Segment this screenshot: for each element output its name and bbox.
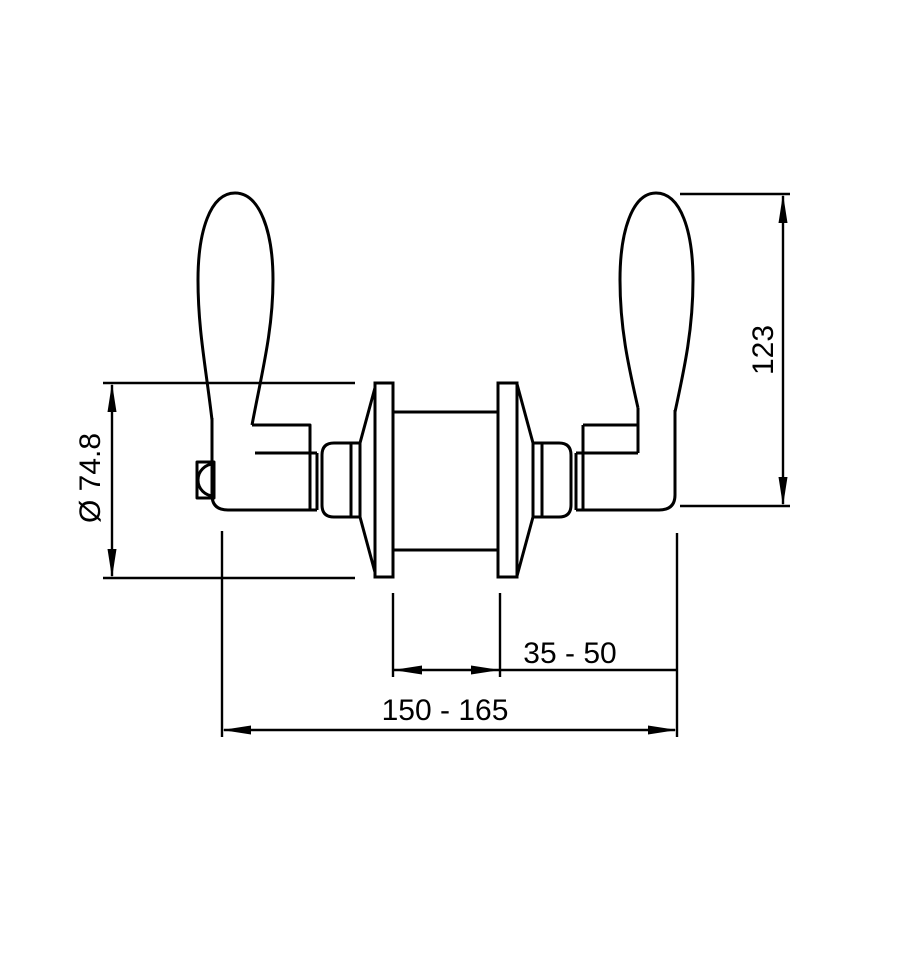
arrowhead-down-icon bbox=[778, 477, 788, 506]
dimension-overall-length: 150 - 165 bbox=[220, 531, 679, 737]
left-pin-dome bbox=[196, 462, 215, 498]
right-cone-upper bbox=[515, 383, 535, 444]
left-boss bbox=[320, 441, 360, 519]
dimension-height: 123 bbox=[680, 192, 790, 508]
height-dimension-label: 123 bbox=[747, 325, 780, 375]
right-boss bbox=[533, 441, 573, 519]
right-body-right-edge bbox=[576, 410, 677, 512]
arrowhead-right-icon bbox=[471, 665, 500, 675]
left-grip-outline bbox=[196, 191, 275, 426]
arrowhead-left-icon bbox=[393, 665, 422, 675]
right-grip-outline bbox=[618, 191, 695, 413]
spindle-assembly bbox=[320, 381, 573, 579]
arrowhead-down-icon bbox=[107, 549, 117, 578]
spindle-cylinder bbox=[391, 410, 500, 552]
left-body-left-edge bbox=[210, 418, 317, 512]
dimension-clamping-range: 35 - 50 bbox=[391, 593, 677, 677]
length-dimension-label: 150 - 165 bbox=[382, 694, 509, 727]
right-cone-lower bbox=[515, 516, 535, 577]
arrowhead-left-icon bbox=[222, 725, 251, 735]
arrowhead-up-icon bbox=[107, 383, 117, 412]
right-lever-handle bbox=[574, 191, 695, 512]
left-cone-lower bbox=[358, 516, 378, 577]
left-rose-flange bbox=[373, 381, 395, 579]
dimension-diameter: Ø 74.8 bbox=[74, 381, 355, 580]
right-rose-flange bbox=[496, 381, 519, 579]
left-lever-handle bbox=[195, 191, 319, 512]
arrowhead-right-icon bbox=[648, 725, 677, 735]
diameter-dimension-label: Ø 74.8 bbox=[74, 433, 107, 523]
left-cone-upper bbox=[358, 383, 378, 444]
arrowhead-up-icon bbox=[778, 194, 788, 223]
left-body-step bbox=[252, 423, 312, 510]
clamping-dimension-label: 35 - 50 bbox=[523, 637, 616, 670]
